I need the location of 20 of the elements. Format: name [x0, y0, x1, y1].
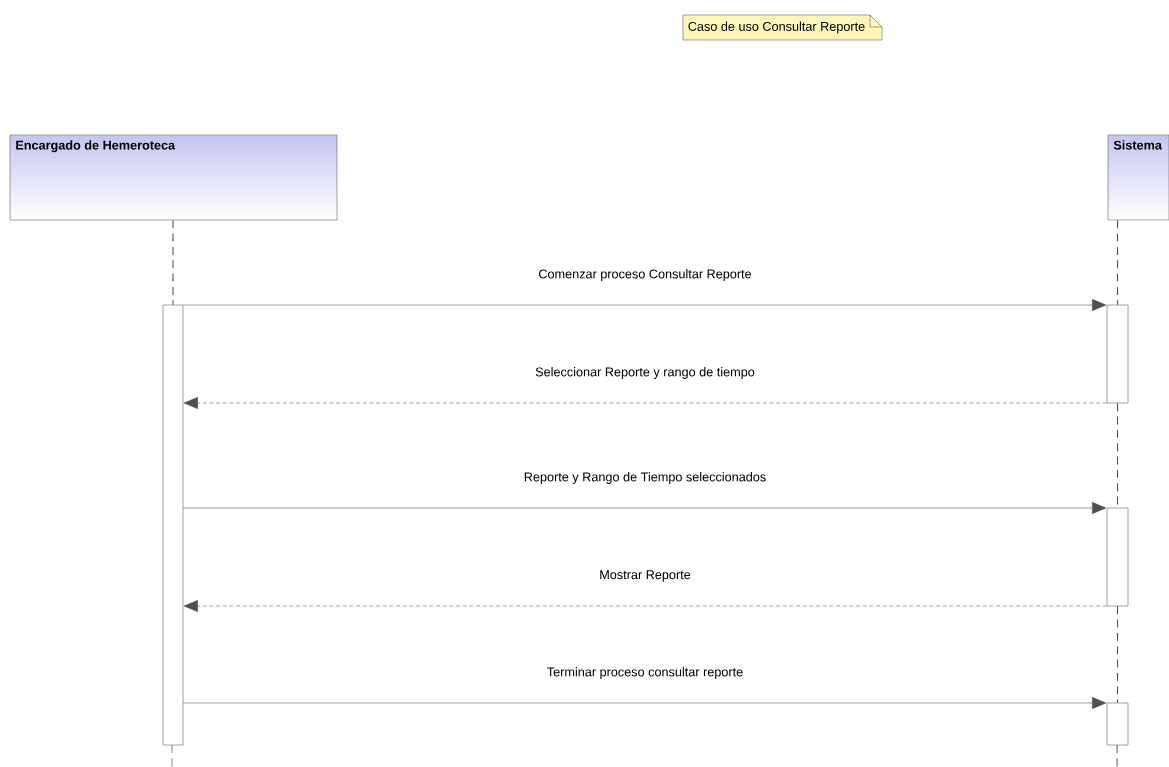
- activation-bar: [162, 304, 184, 746]
- activation-bar: [1106, 702, 1129, 746]
- lifeline: [1117, 605, 1119, 704]
- lifeline-head-box: Sistema: [1107, 134, 1169, 221]
- message-arrow: [183, 600, 1107, 612]
- message-label: Reporte y Rango de Tiempo seleccionados: [522, 470, 768, 486]
- message-arrow: [183, 397, 1107, 409]
- message-arrow: [183, 299, 1107, 311]
- lifeline: [172, 219, 174, 306]
- lifeline: [1117, 219, 1119, 306]
- message-label: Mostrar Reporte: [597, 569, 693, 583]
- lifeline-head-box: Encargado de Hemeroteca: [9, 134, 338, 221]
- note: Caso de uso Consultar Reporte: [682, 14, 883, 41]
- message-arrow: [183, 697, 1107, 709]
- message-arrow: [183, 502, 1107, 514]
- message-label: Seleccionar Reporte y rango de tiempo: [533, 365, 757, 381]
- activation-bar: [1106, 304, 1129, 404]
- message-label: Terminar proceso consultar reporte: [545, 665, 745, 681]
- message-label: Comenzar proceso Consultar Reporte: [537, 267, 753, 283]
- activation-bar: [1106, 507, 1129, 607]
